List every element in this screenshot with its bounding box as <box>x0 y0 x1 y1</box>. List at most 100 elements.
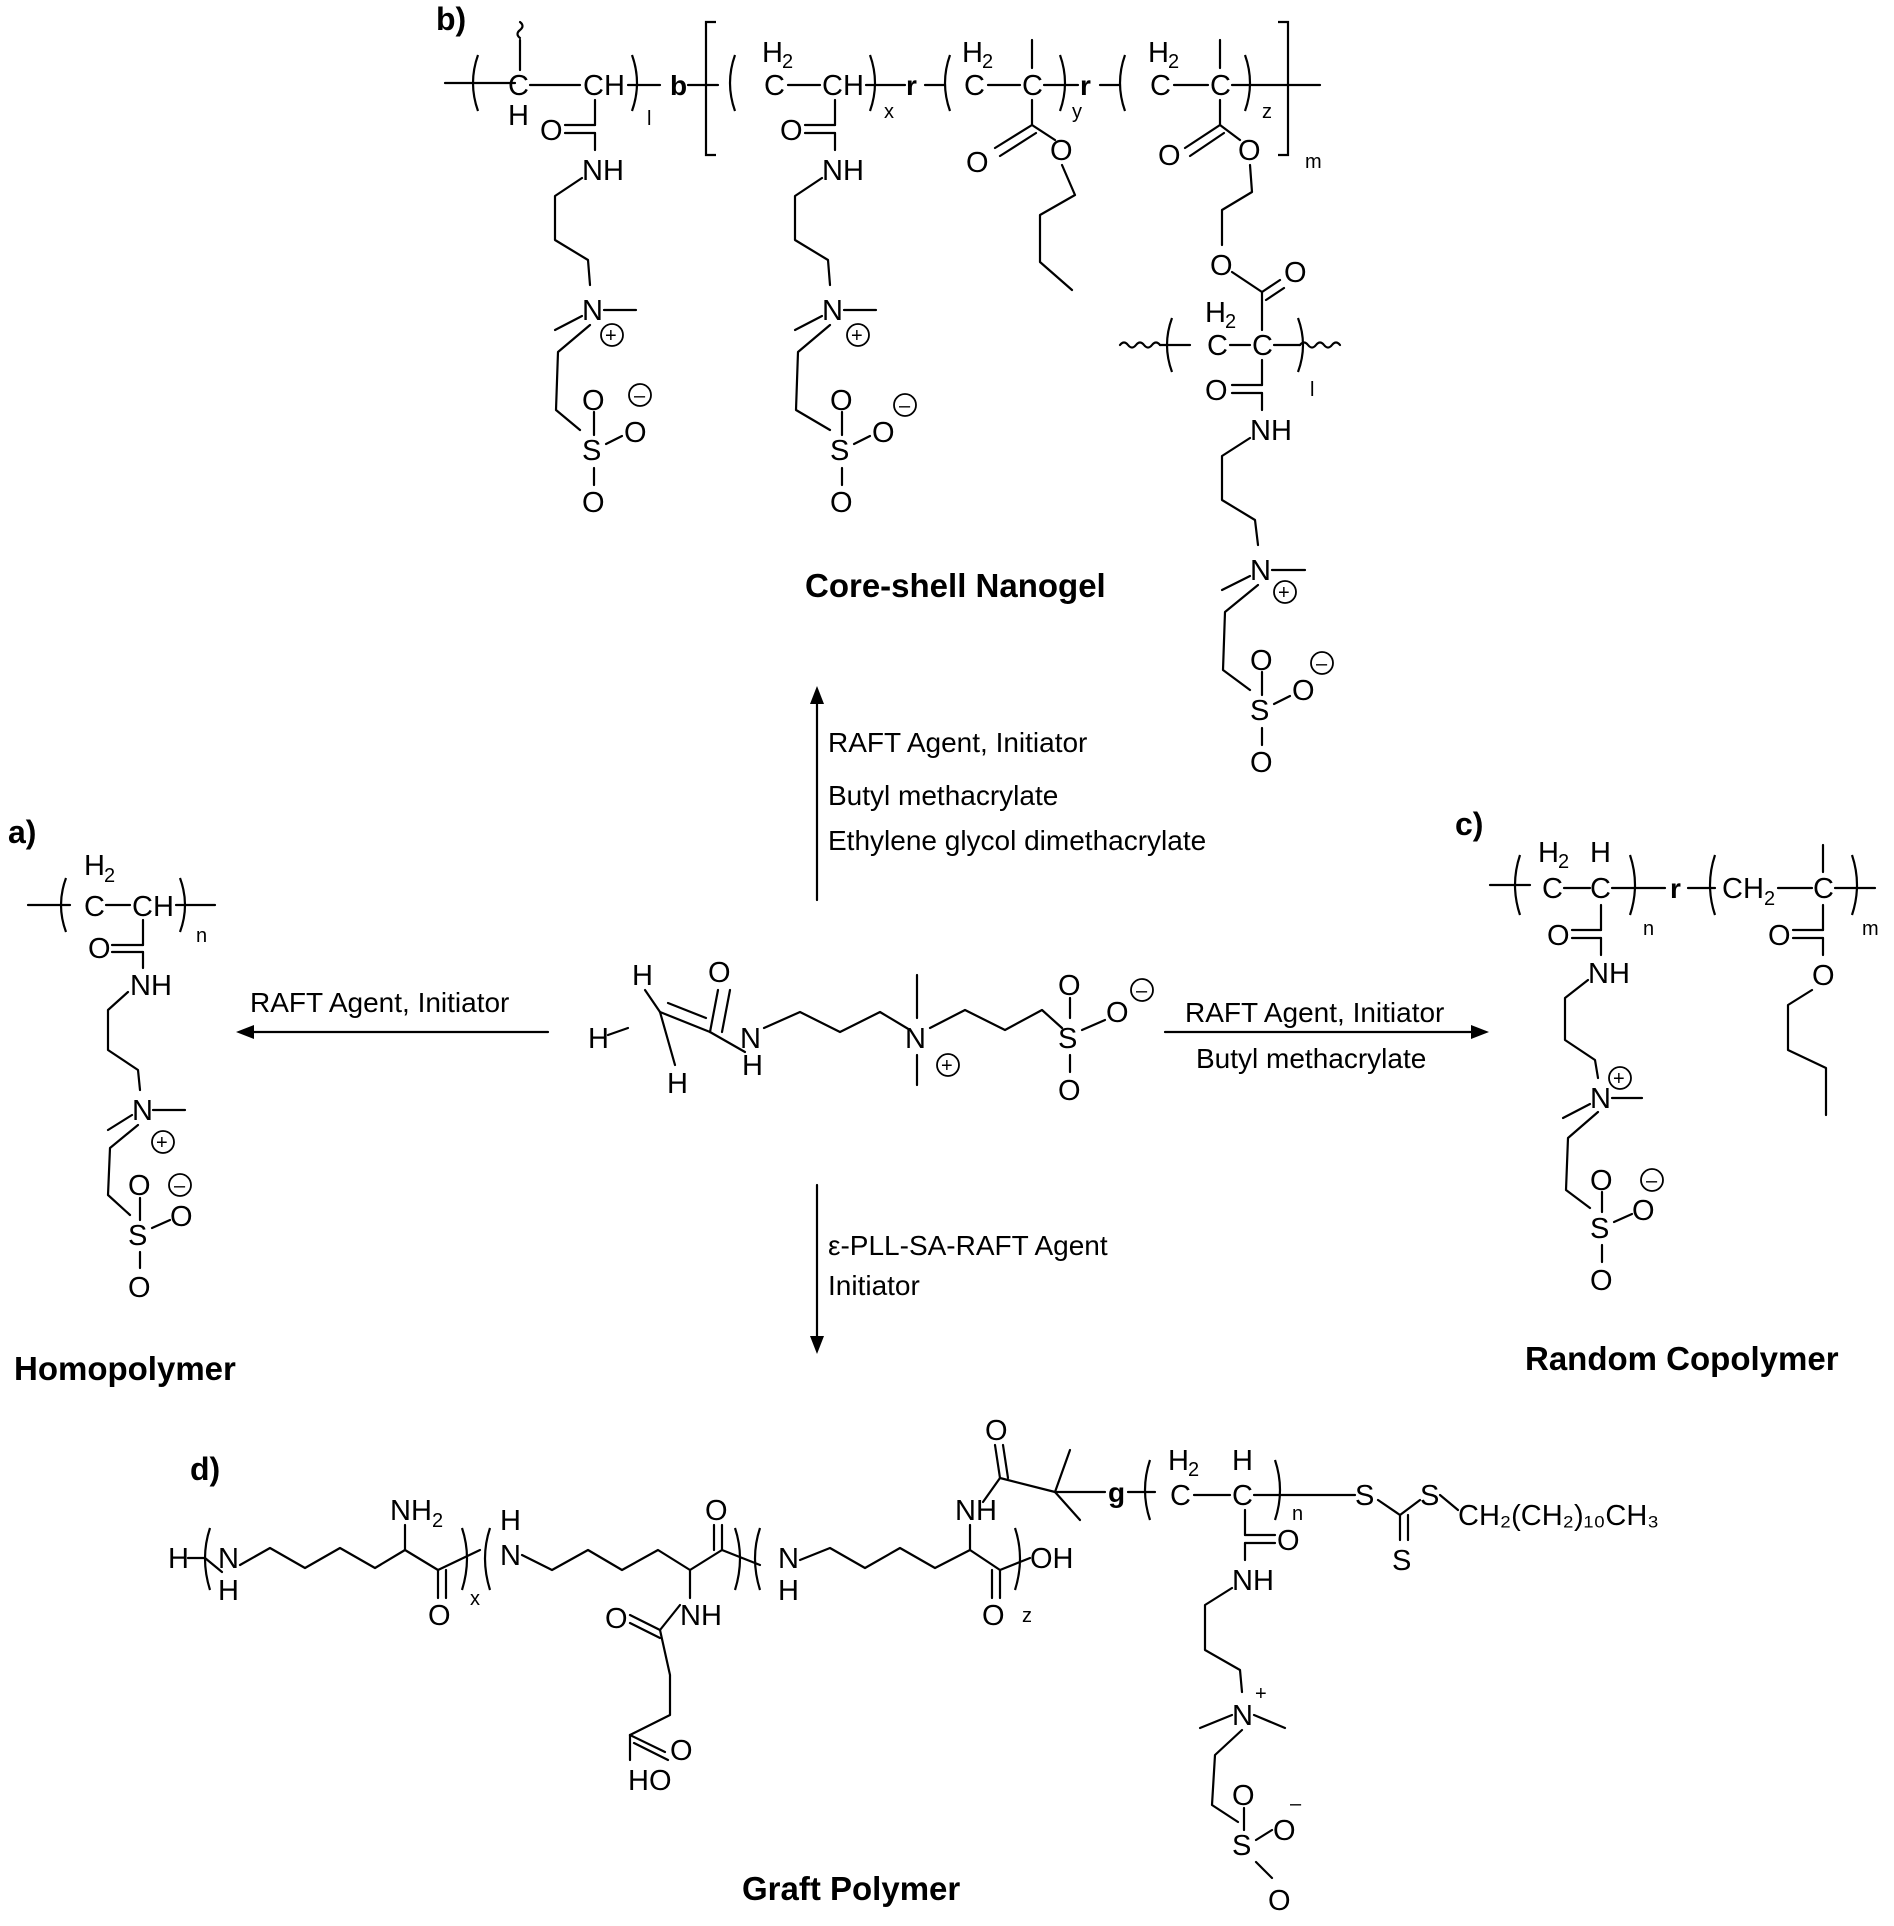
atom-o: O <box>1106 997 1129 1029</box>
plus-charge: + <box>605 325 617 347</box>
atom-s: S <box>582 435 601 467</box>
atom-o: O <box>1632 1195 1655 1227</box>
atom-o: O <box>966 147 989 179</box>
atom-o: O <box>1250 645 1273 677</box>
atom-h2: H <box>762 37 783 69</box>
atom-oh: OH <box>1030 1543 1074 1575</box>
dodecyl-tail: CH₂(CH₂)₁₀CH₃ <box>1458 1500 1659 1532</box>
subscript-2: 2 <box>1225 311 1236 333</box>
atom-h: H <box>742 1050 763 1082</box>
atom-nh: NH <box>1250 415 1292 447</box>
atom-nh: NH <box>582 155 624 187</box>
atom-ch2: CH <box>1722 873 1764 905</box>
subscript-z: z <box>1022 1605 1032 1627</box>
atom-n: N <box>740 1023 761 1055</box>
atom-o: O <box>1058 970 1081 1002</box>
atom-o: O <box>170 1201 193 1233</box>
panel-label-d: d) <box>190 1451 220 1487</box>
minus-charge: – <box>174 1175 186 1197</box>
atom-n: N <box>132 1095 153 1127</box>
atom-o: O <box>428 1600 451 1632</box>
atom-n: N <box>1232 1700 1253 1732</box>
homopolymer-structure: H 2 C CH n O NH N + S O O O – <box>26 850 217 1304</box>
atom-c: C <box>1232 1480 1253 1512</box>
atom-o: O <box>705 1495 728 1527</box>
atom-nh: NH <box>822 155 864 187</box>
atom-n: N <box>778 1543 799 1575</box>
atom-ch: CH <box>132 891 174 923</box>
subscript-2: 2 <box>1764 888 1775 910</box>
atom-o: O <box>1768 920 1791 952</box>
atom-h: H <box>588 1023 609 1055</box>
atom-c: C <box>508 70 529 102</box>
subscript-n: n <box>196 925 207 947</box>
atom-h: H <box>508 100 529 132</box>
atom-o: O <box>1292 675 1315 707</box>
condition-down-2: Initiator <box>828 1270 920 1301</box>
atom-ho: HO <box>628 1765 672 1797</box>
atom-o: O <box>1590 1265 1613 1297</box>
atom-h: H <box>168 1543 189 1575</box>
atom-h2: H <box>1168 1445 1189 1477</box>
plus-charge: + <box>1613 1068 1625 1090</box>
subscript-n: n <box>1292 1503 1303 1525</box>
atom-nh: NH <box>1588 958 1630 990</box>
subscript-n: n <box>1643 918 1654 940</box>
atom-o: O <box>670 1735 693 1767</box>
atom-o: O <box>128 1272 151 1304</box>
caption-random-copolymer: Random Copolymer <box>1525 1340 1839 1377</box>
atom-o: O <box>1268 1885 1291 1917</box>
atom-o: O <box>1277 1525 1300 1557</box>
atom-s: S <box>1355 1480 1374 1512</box>
atom-o: O <box>1250 747 1273 779</box>
subscript-2: 2 <box>104 865 115 887</box>
link-random: r <box>1080 70 1091 101</box>
plus-charge: + <box>156 1132 168 1154</box>
subscript-m: m <box>1862 918 1879 940</box>
reaction-arrows <box>236 686 1489 1354</box>
caption-homopolymer: Homopolymer <box>14 1350 236 1387</box>
atom-o: O <box>624 417 647 449</box>
atom-h2: H <box>1205 297 1226 329</box>
random-copolymer-structure: H 2 C H C n r CH 2 C m O NH N + S O O O … <box>1488 837 1879 1297</box>
atom-h: H <box>632 960 653 992</box>
atom-o: O <box>88 933 111 965</box>
atom-n: N <box>500 1540 521 1572</box>
subscript-x: x <box>884 101 894 123</box>
condition-left: RAFT Agent, Initiator <box>250 987 509 1018</box>
atom-nh: NH <box>1232 1565 1274 1597</box>
atom-o: O <box>605 1603 628 1635</box>
atom-nh: NH <box>130 970 172 1002</box>
link-random: r <box>906 70 917 101</box>
subscript-2: 2 <box>1168 51 1179 73</box>
atom-o: O <box>830 385 853 417</box>
atom-s: S <box>1250 695 1269 727</box>
plus-charge: + <box>941 1055 953 1077</box>
atom-n: N <box>905 1023 926 1055</box>
atom-c: C <box>764 70 785 102</box>
graft-polymer-structure: H N H NH 2 O x H N NH O N H NH O OH z O … <box>168 1415 1659 1917</box>
condition-up-2: Butyl methacrylate <box>828 780 1058 811</box>
atom-o: O <box>1238 135 1261 167</box>
atom-s: S <box>1590 1213 1609 1245</box>
link-random: r <box>1670 873 1681 904</box>
atom-o: O <box>1547 920 1570 952</box>
atom-c: C <box>1252 330 1273 362</box>
atom-o: O <box>985 1415 1008 1447</box>
atom-o: O <box>1210 250 1233 282</box>
condition-up-1: RAFT Agent, Initiator <box>828 727 1087 758</box>
atom-o: O <box>582 385 605 417</box>
atom-c: C <box>1150 70 1171 102</box>
atom-o: O <box>1232 1780 1255 1812</box>
atom-c: C <box>1207 330 1228 362</box>
minus-charge: – <box>634 385 646 407</box>
atom-c: C <box>1022 70 1043 102</box>
panel-label-a: a) <box>8 814 36 850</box>
atom-n: N <box>1590 1083 1611 1115</box>
minus-charge: – <box>1290 1793 1302 1815</box>
atom-s: S <box>128 1220 147 1252</box>
subscript-2: 2 <box>782 51 793 73</box>
atom-o: O <box>708 957 731 989</box>
subscript-2: 2 <box>982 51 993 73</box>
